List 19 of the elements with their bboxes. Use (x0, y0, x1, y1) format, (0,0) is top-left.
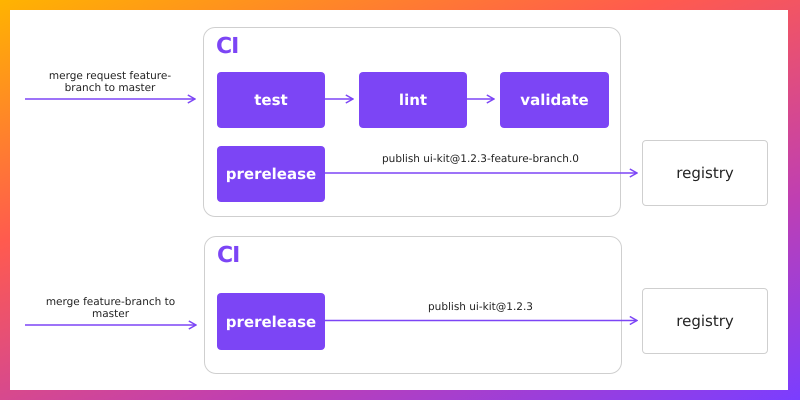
arrow (466, 94, 495, 104)
arrow (324, 168, 638, 178)
arrow (324, 316, 638, 326)
edge-label: publish ui-kit@1.2.3 (428, 300, 533, 313)
step-box: prerelease (217, 146, 325, 202)
arrow (25, 320, 197, 330)
edge-label: publish ui-kit@1.2.3-feature-branch.0 (382, 153, 579, 166)
step-box: validate (500, 72, 609, 128)
group-title: CI (217, 243, 240, 268)
registry-box: registry (642, 140, 768, 206)
arrow (324, 94, 354, 104)
registry-box: registry (642, 288, 768, 354)
group-title: CI (216, 34, 238, 59)
ci-group-box (204, 236, 622, 374)
ci-group-box (203, 27, 621, 217)
arrow (25, 94, 196, 104)
step-box: lint (359, 72, 467, 128)
step-box: test (217, 72, 325, 128)
step-box: prerelease (217, 293, 325, 350)
